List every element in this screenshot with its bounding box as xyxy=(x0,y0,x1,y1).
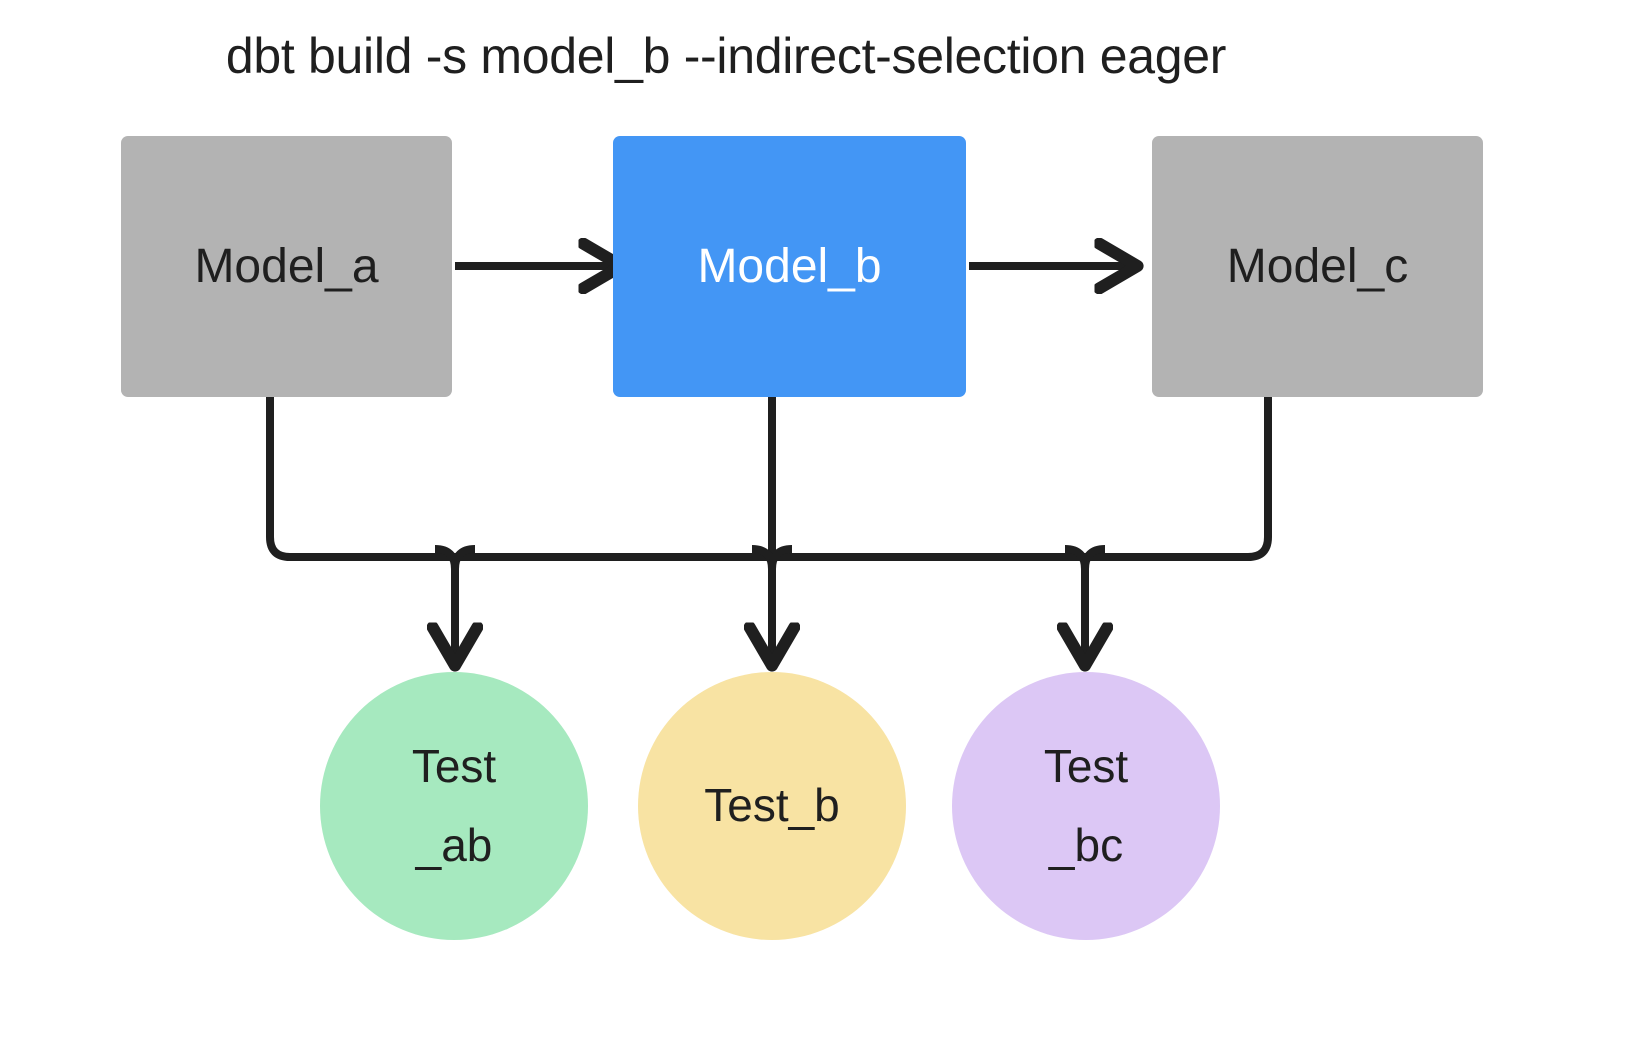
node-test-ab-label-line2: _ab xyxy=(415,819,493,871)
edge-model-c-to-test-bc xyxy=(292,397,1272,561)
node-model-b[interactable]: Model_b xyxy=(613,136,966,397)
node-model-a-label: Model_a xyxy=(194,239,379,293)
node-test-b[interactable]: Test_b xyxy=(638,672,906,940)
edge-tee-left-mirror xyxy=(451,545,476,570)
node-test-ab[interactable]: Test _ab xyxy=(320,672,588,940)
node-model-c-label: Model_c xyxy=(1226,239,1409,293)
node-model-b-label: Model_b xyxy=(697,239,882,293)
node-model-a[interactable]: Model_a xyxy=(121,136,452,397)
node-test-bc-label-line1: Test xyxy=(1043,739,1129,792)
node-test-bc[interactable]: Test _bc xyxy=(952,672,1220,940)
edge-tee-center xyxy=(751,545,776,570)
node-test-b-label-line1: Test_b xyxy=(704,779,840,832)
edge-tee-left xyxy=(434,545,459,570)
page-title: dbt build -s model_b --indirect-selectio… xyxy=(225,28,1227,84)
edge-tee-center-mirror xyxy=(768,545,793,570)
edge-tee-right xyxy=(1064,545,1089,570)
edge-tee-right-mirror xyxy=(1081,545,1106,570)
node-test-bc-label-line2: _bc xyxy=(1048,819,1124,871)
edge-model-a-to-test-ab xyxy=(266,397,1240,561)
node-model-c[interactable]: Model_c xyxy=(1152,136,1483,397)
node-test-ab-label-line1: Test xyxy=(411,739,497,792)
